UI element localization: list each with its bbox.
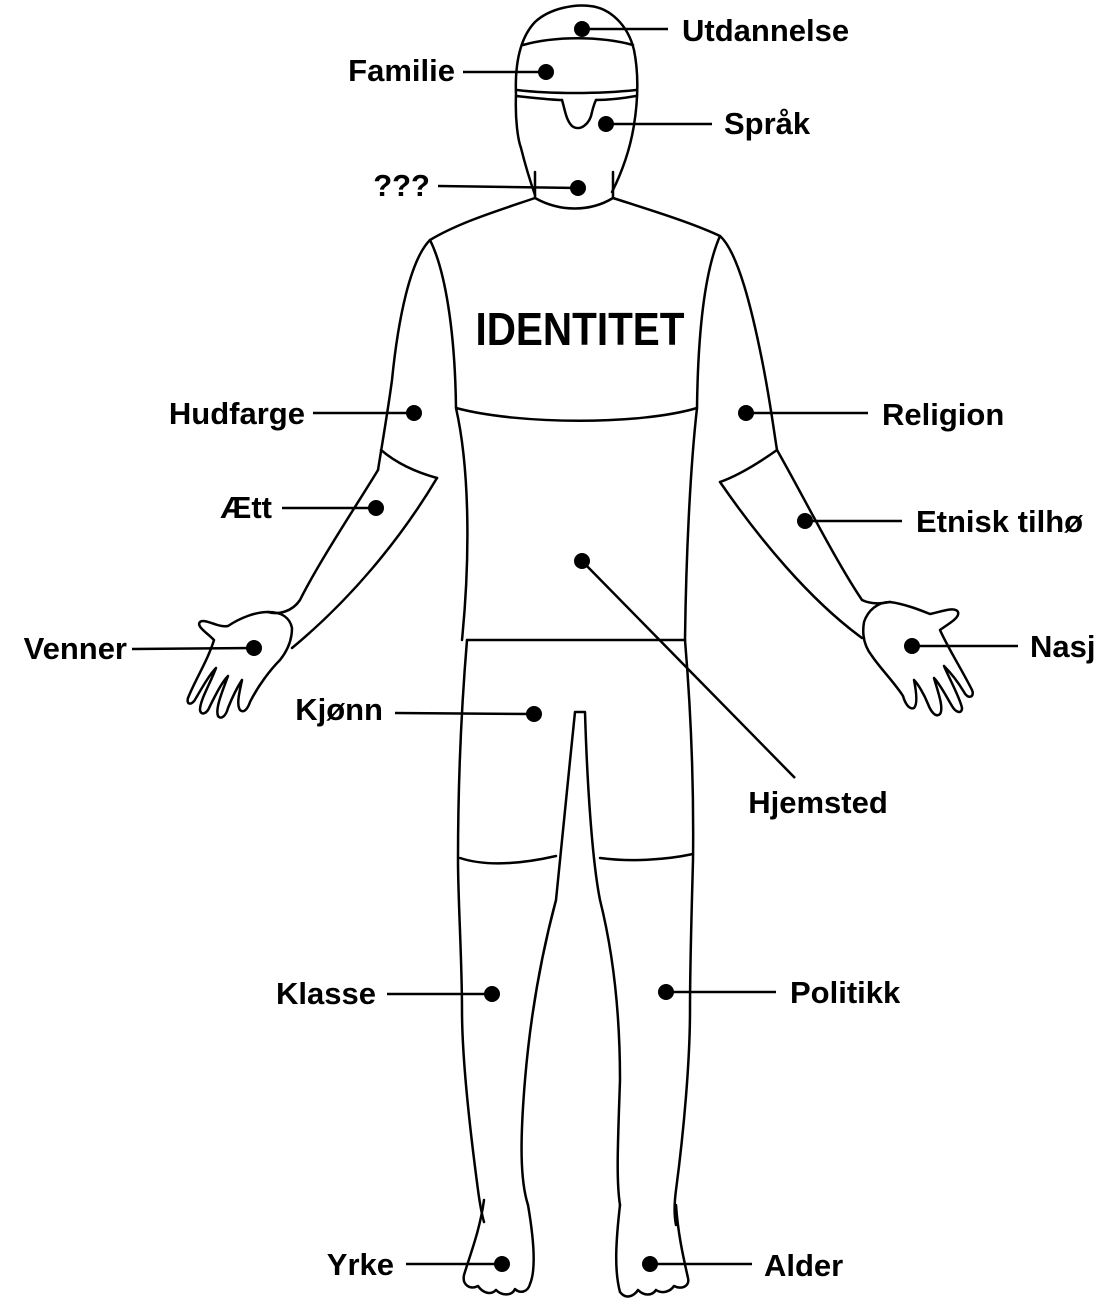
label-sprak: Språk — [598, 106, 811, 141]
marker-dot — [574, 553, 590, 569]
forehead-band — [517, 90, 636, 93]
marker-dot — [484, 986, 500, 1002]
label-text: Venner — [24, 631, 127, 666]
right-foot — [616, 1205, 688, 1296]
label-etnisk: Etnisk tilhø — [797, 504, 1083, 539]
marker-dot — [526, 706, 542, 722]
label-kjonn: Kjønn — [295, 692, 542, 727]
marker-dot — [574, 21, 590, 37]
label-text: Hudfarge — [169, 396, 305, 431]
label-text: ??? — [373, 168, 430, 203]
label-text: Kjønn — [295, 692, 383, 727]
label-text: Politikk — [790, 975, 901, 1010]
elbow-seams — [381, 450, 777, 482]
right-forearm — [720, 450, 890, 638]
marker-dot — [570, 180, 586, 196]
label-text: Språk — [724, 106, 811, 141]
label-alder: Alder — [642, 1248, 843, 1283]
left-foot — [464, 1200, 534, 1294]
marker-dot — [246, 640, 262, 656]
marker-dot — [658, 984, 674, 1000]
label-text: Yrke — [327, 1247, 394, 1282]
nose — [562, 100, 596, 128]
label-venner: Venner — [24, 631, 262, 666]
label-klasse: Klasse — [276, 976, 500, 1011]
armpit-seams — [430, 236, 720, 640]
label-hjemsted: Hjemsted — [574, 553, 888, 820]
knee-seams — [460, 854, 693, 863]
label-familie: Familie — [348, 53, 554, 88]
marker-dot — [642, 1256, 658, 1272]
label-text: Ætt — [220, 490, 272, 525]
marker-dot — [598, 116, 614, 132]
label-text: Etnisk tilhø — [916, 504, 1083, 539]
brow-band — [516, 96, 636, 100]
left-hand — [188, 612, 292, 718]
label-text: Familie — [348, 53, 455, 88]
left-forearm — [268, 470, 437, 648]
diagram-title: IDENTITET — [475, 305, 684, 356]
label-text: Hjemsted — [748, 785, 888, 820]
label-nasj: Nasj — [904, 629, 1095, 664]
label-text: Utdannelse — [682, 13, 849, 48]
label-text: Alder — [764, 1248, 843, 1283]
body-outline — [188, 6, 973, 1297]
label-aett: Ætt — [220, 490, 384, 525]
label-politikk: Politikk — [658, 975, 901, 1010]
legs-outline — [458, 640, 693, 1225]
marker-dot — [494, 1256, 510, 1272]
label-text: Religion — [882, 397, 1004, 432]
marker-dot — [738, 405, 754, 421]
label-religion: Religion — [738, 397, 1004, 432]
marker-dot — [538, 64, 554, 80]
label-text: Nasj — [1030, 629, 1095, 664]
hairline — [523, 38, 633, 45]
marker-dot — [406, 405, 422, 421]
label-text: Klasse — [276, 976, 376, 1011]
waist-band — [456, 408, 697, 421]
label-yrke: Yrke — [327, 1247, 510, 1282]
label-unknown: ??? — [373, 168, 586, 203]
marker-dot — [368, 500, 384, 516]
marker-dot — [904, 638, 920, 654]
right-hand — [863, 602, 972, 715]
marker-dot — [797, 513, 813, 529]
